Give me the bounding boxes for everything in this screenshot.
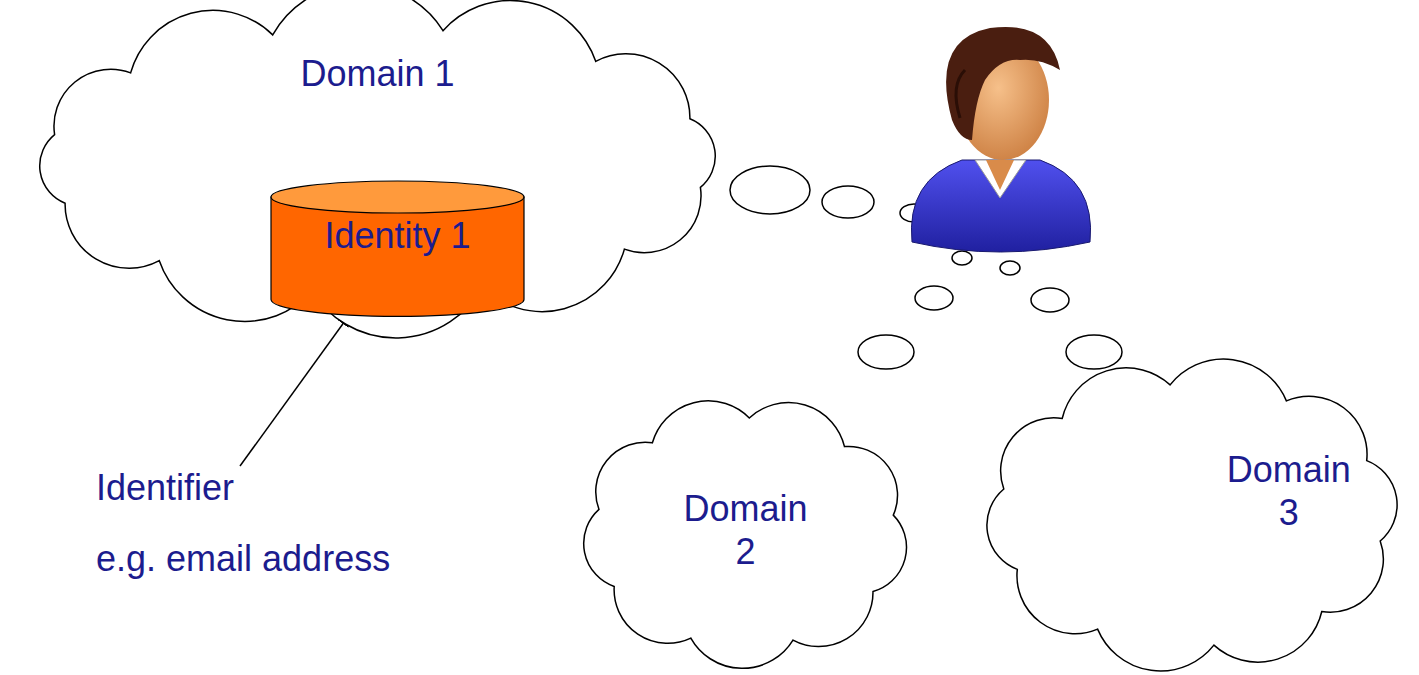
- cylinder-body: [271, 197, 524, 316]
- cloud-shape: [584, 401, 907, 668]
- cloud-shape: [987, 359, 1397, 671]
- person-icon: [911, 27, 1090, 252]
- domain-cloud: Identity 1 Domain 1: [20, 2, 735, 320]
- domain-cloud: Domain 2: [568, 392, 923, 672]
- node-text: Domain 3: [1214, 448, 1364, 534]
- cloud-shape: [40, 0, 716, 338]
- cylinder-top: [271, 181, 524, 213]
- cloud-outline: [972, 358, 1412, 672]
- identity-store: Identity 1: [270, 180, 525, 316]
- identifier-example: e.g. email address: [96, 537, 390, 580]
- domain-cloud: Domain 3: [972, 358, 1412, 672]
- node-text: Domain 1: [228, 52, 528, 95]
- node-text: Identity 1: [324, 214, 470, 257]
- node-text: Domain 2: [671, 487, 821, 573]
- leader-line: [240, 314, 350, 466]
- identifier-label: Identifier: [96, 466, 234, 509]
